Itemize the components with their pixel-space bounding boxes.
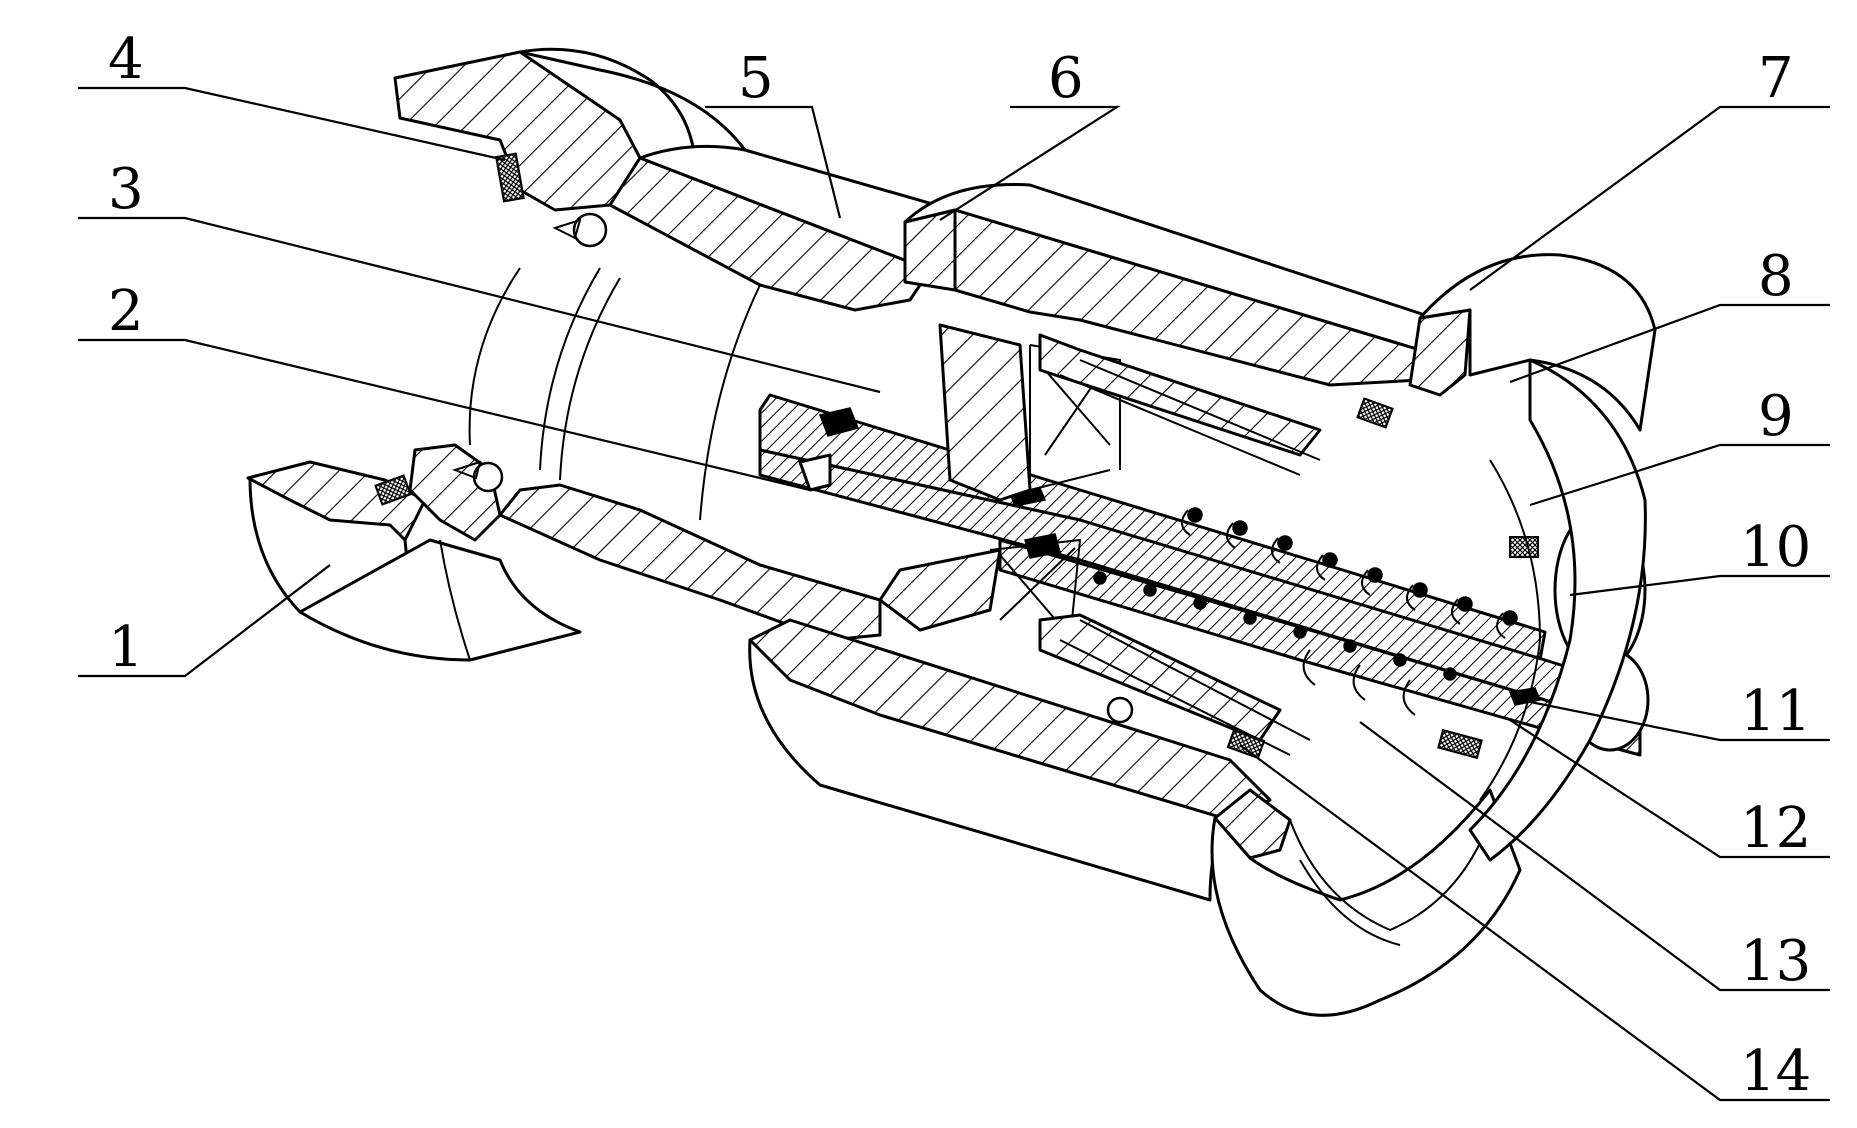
upper-housing-shell	[393, 47, 1657, 432]
label-4: 4	[108, 27, 144, 92]
leader-lines	[78, 86, 1830, 1102]
label-9: 9	[1758, 384, 1794, 449]
label-14: 14	[1740, 1039, 1811, 1104]
label-3: 3	[108, 157, 144, 222]
label-1: 1	[108, 615, 144, 680]
label-7: 7	[1758, 46, 1794, 111]
ball-joints	[451, 212, 1134, 724]
label-11: 11	[1740, 679, 1811, 744]
label-8: 8	[1758, 244, 1794, 309]
left-sleeve-part-1	[246, 267, 882, 662]
label-12: 12	[1740, 796, 1811, 861]
spring-coils	[1093, 507, 1518, 716]
label-2: 2	[108, 279, 144, 344]
lower-housing-shell	[748, 358, 1647, 1017]
label-10: 10	[1740, 515, 1811, 580]
label-5: 5	[738, 46, 774, 111]
part-labels: 4 3 2 1 5 6 7 8 9 10 11 12 13 14	[108, 27, 1811, 1104]
label-6: 6	[1048, 46, 1084, 111]
middle-housing-block	[878, 323, 1322, 756]
label-13: 13	[1740, 929, 1811, 994]
seal-elements	[374, 152, 1539, 760]
